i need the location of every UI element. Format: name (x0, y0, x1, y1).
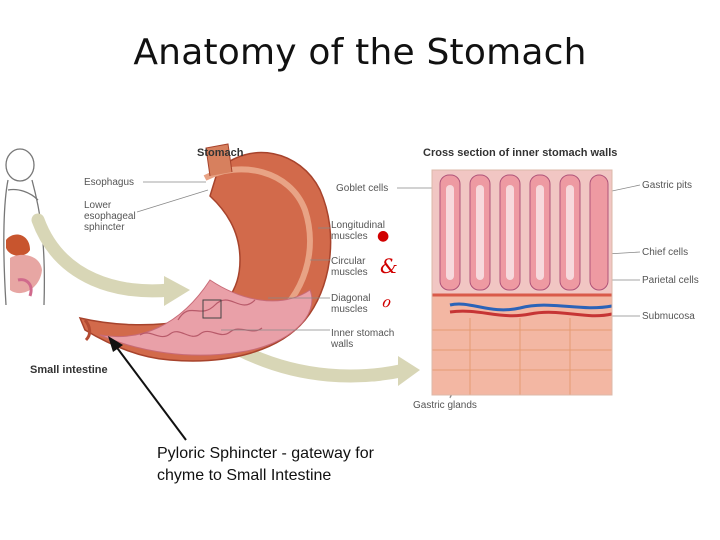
label-gastric-glands: Gastric glands (413, 400, 477, 411)
label-small-intestine: Small intestine (30, 364, 108, 376)
stomach-heading: Stomach (197, 147, 244, 159)
zoom-arrow-1 (31, 213, 177, 298)
label-circular-muscles: Circular muscles (331, 256, 368, 278)
label-lower-esophageal-sphincter: Lower esophageal sphincter (84, 200, 136, 233)
label-inner-stomach-walls: Inner stomach walls (331, 328, 395, 350)
bullet-glyph-2: & (380, 254, 398, 278)
bullet-glyph-3: ℴ (381, 288, 391, 312)
stomach-illustration (3, 143, 641, 399)
caption-line-2: chyme to Small Intestine (157, 467, 332, 484)
organs-mini-icon (6, 234, 42, 297)
label-chief-cells: Chief cells (642, 247, 689, 258)
label-esophagus: Esophagus (84, 177, 135, 188)
label-diagonal-muscles: Diagonal muscles (331, 293, 371, 315)
bullet-dot: ● (377, 228, 390, 244)
zoom-arrow-2 (233, 343, 412, 383)
slide-title: Anatomy of the Stomach (133, 32, 587, 73)
cross-section-drawing (431, 169, 613, 396)
pyloric-sphincter-caption: Pyloric Sphincter - gateway for chyme to… (157, 443, 417, 487)
label-submucosa: Submucosa (642, 311, 695, 322)
label-goblet-cells: Goblet cells (336, 183, 389, 194)
label-longitudinal-muscles: Longitudinal muscles (331, 220, 385, 242)
stomach-drawing (78, 143, 332, 362)
label-gastric-pits: Gastric pits (642, 180, 693, 191)
cross-section-heading: Cross section of inner stomach walls (423, 147, 618, 159)
label-parietal-cells: Parietal cells (642, 275, 699, 286)
caption-line-1: Pyloric Sphincter - gateway for (157, 445, 374, 462)
